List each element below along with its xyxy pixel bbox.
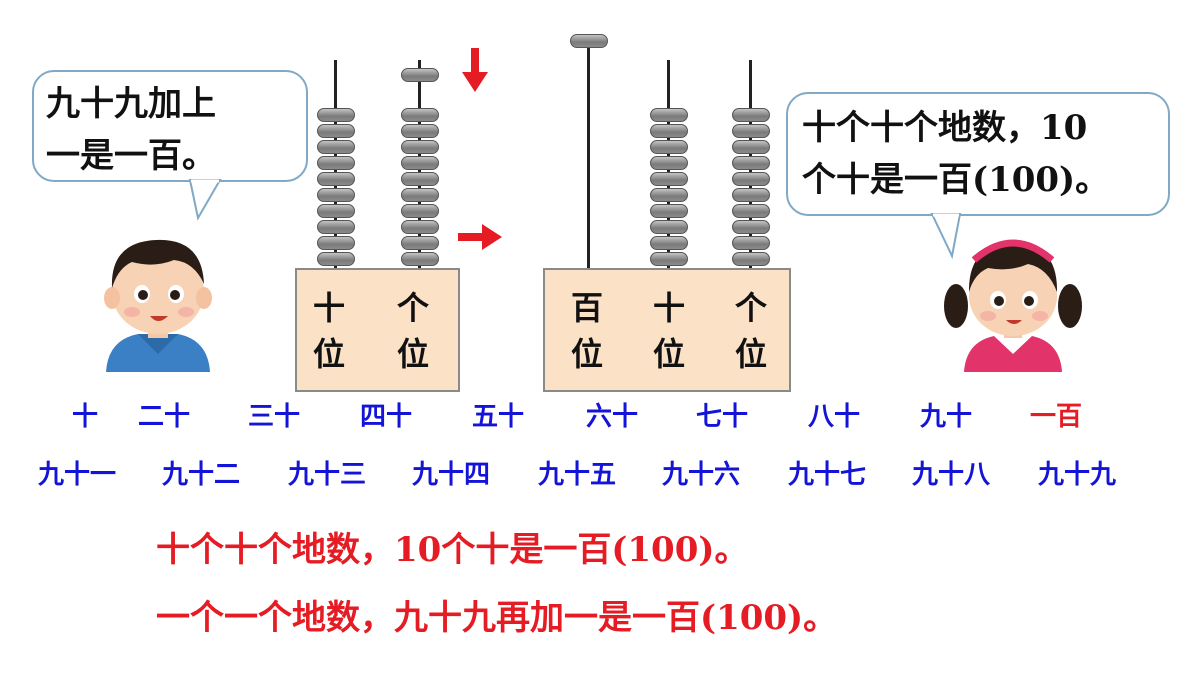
bubble-right-line2: 个十是一百(100)。 xyxy=(802,160,1110,200)
tens-item: 三十 xyxy=(248,402,301,432)
abacus-bead xyxy=(317,108,355,122)
tens-item: 八十 xyxy=(808,402,861,432)
abacus-bead xyxy=(650,188,688,202)
abacus-bead xyxy=(401,124,439,138)
abacus-bead xyxy=(401,140,439,154)
place-tens-char-right: 十 xyxy=(652,289,685,327)
summary-line-1: 十个十个地数，10个十是一百(100)。 xyxy=(156,530,749,570)
place-tens-suffix-right: 位 xyxy=(652,335,685,373)
abacus-bead xyxy=(401,252,439,266)
abacus-bead xyxy=(650,156,688,170)
tens-item: 四十 xyxy=(360,402,413,432)
place-hundreds-suffix: 位 xyxy=(570,335,603,373)
abacus-bead xyxy=(401,220,439,234)
abacus-bead xyxy=(317,172,355,186)
abacus-bead xyxy=(650,140,688,154)
place-ones-suffix-right: 位 xyxy=(734,335,767,373)
ninety-item: 九十六 xyxy=(662,460,741,490)
hundreds-bead xyxy=(570,34,608,48)
tens-item: 九十 xyxy=(920,402,973,432)
abacus-bead xyxy=(732,124,770,138)
speech-bubble-left: 九十九加上 一是一百。 xyxy=(32,70,308,182)
abacus-bead xyxy=(401,108,439,122)
girl-illustration xyxy=(944,239,1082,372)
abacus-bead xyxy=(317,220,355,234)
abacus-bead xyxy=(317,252,355,266)
abacus-bead xyxy=(650,108,688,122)
abacus-bead xyxy=(317,156,355,170)
bubble-left-line2: 一是一百。 xyxy=(46,136,216,176)
tens-item-hundred: 一百 xyxy=(1030,402,1083,432)
abacus-bead xyxy=(317,204,355,218)
tens-item: 五十 xyxy=(472,402,525,432)
bubble-left-tail xyxy=(188,179,222,221)
abacus-bead xyxy=(401,172,439,186)
abacus-bead xyxy=(317,124,355,138)
rod-hundreds-right xyxy=(587,44,590,270)
tens-counting-row: 十 二十 三十 四十 五十 六十 七十 八十 九十 一百 xyxy=(0,396,1200,436)
ninety-item: 九十三 xyxy=(288,460,367,490)
abacus-bead xyxy=(650,172,688,186)
ninety-item: 九十八 xyxy=(912,460,991,490)
ninety-item: 九十二 xyxy=(162,460,241,490)
red-down-arrow xyxy=(462,48,488,92)
ninety-item: 九十一 xyxy=(38,460,117,490)
abacus-bead xyxy=(732,204,770,218)
abacus-bead xyxy=(650,124,688,138)
place-tens-char: 十 xyxy=(312,289,345,327)
tens-item: 六十 xyxy=(586,402,639,432)
ninety-item: 九十九 xyxy=(1038,460,1117,490)
place-ones-suffix: 位 xyxy=(396,335,429,373)
place-ones-char-right: 个 xyxy=(734,289,767,327)
abacus-bead xyxy=(650,236,688,250)
abacus-bead xyxy=(650,220,688,234)
abacus-bead xyxy=(401,236,439,250)
abacus-bead xyxy=(732,140,770,154)
summary-line-2: 一个一个地数，九十九再加一是一百(100)。 xyxy=(156,598,838,638)
boy-illustration xyxy=(104,239,212,372)
tens-item: 七十 xyxy=(696,402,749,432)
ninety-counting-row: 九十一 九十二 九十三 九十四 九十五 九十六 九十七 九十八 九十九 xyxy=(0,454,1200,494)
ninety-item: 九十五 xyxy=(538,460,617,490)
abacus-bead xyxy=(317,140,355,154)
abacus-bead xyxy=(317,236,355,250)
bubble-right-line1: 十个十个地数，10 xyxy=(802,108,1088,148)
abacus-bead xyxy=(650,252,688,266)
tens-item: 十 xyxy=(72,402,99,432)
place-label-box-right: 百 十 个 位 位 位 xyxy=(543,268,791,392)
abacus-bead xyxy=(732,236,770,250)
place-ones-char: 个 xyxy=(396,289,429,327)
bubble-right-tail xyxy=(930,213,962,260)
red-right-arrow xyxy=(458,224,502,250)
tens-item: 二十 xyxy=(138,402,191,432)
bubble-left-line1: 九十九加上 xyxy=(46,84,216,124)
abacus-bead xyxy=(732,220,770,234)
speech-bubble-right: 十个十个地数，10 个十是一百(100)。 xyxy=(786,92,1170,216)
place-label-box-left: 十 个 位 位 xyxy=(295,268,460,392)
abacus-bead xyxy=(401,156,439,170)
place-hundreds-char: 百 xyxy=(570,289,603,327)
abacus-bead xyxy=(732,108,770,122)
abacus-bead xyxy=(732,252,770,266)
abacus-bead xyxy=(732,172,770,186)
abacus-bead xyxy=(732,156,770,170)
added-bead xyxy=(401,68,439,82)
ninety-item: 九十七 xyxy=(788,460,867,490)
place-tens-suffix: 位 xyxy=(312,335,345,373)
abacus-bead xyxy=(650,204,688,218)
abacus-bead xyxy=(732,188,770,202)
ninety-item: 九十四 xyxy=(412,460,491,490)
abacus-bead xyxy=(401,188,439,202)
abacus-bead xyxy=(317,188,355,202)
abacus-bead xyxy=(401,204,439,218)
